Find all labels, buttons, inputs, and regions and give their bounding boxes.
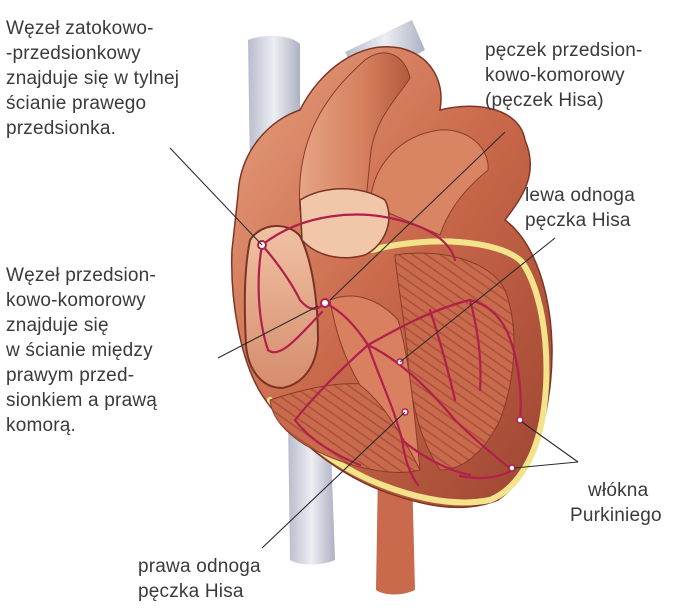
sa-node-line-5: przedsionka. [6,116,179,141]
av-node-line-3: znajduje się [6,313,157,338]
label-purkinje: włókna Purkiniego [570,478,662,528]
label-left-branch: lewa odnoga pęczka Hisa [525,183,635,233]
av-node-line-1: Węzeł przedsion- [6,263,157,288]
right-branch-line-1: prawa odnoga [138,554,261,579]
purkinje-line-1: włókna [570,478,662,503]
sa-node-line-4: ścianie prawego [6,91,179,116]
sa-node-line-2: -przedsionkowy [6,41,179,66]
right-branch-line-2: pęczka Hisa [138,579,261,604]
sa-node-line-1: Węzeł zatokowo- [6,16,179,41]
av-node-line-5: prawym przed- [6,363,157,388]
av-node-marker [321,299,329,307]
av-node-line-4: w ścianie między [6,338,157,363]
purkinje-line-2: Purkiniego [570,503,662,528]
label-right-branch: prawa odnoga pęczka Hisa [138,554,261,604]
sa-node-line-3: znajduje się w tylnej [6,66,179,91]
bundle-his-line-3: (pęczek Hisa) [485,88,643,113]
left-branch-line-1: lewa odnoga [525,183,635,208]
bundle-his-line-1: pęczek przedsion- [485,38,643,63]
label-av-node: Węzeł przedsion- kowo-komorowy znajduje … [6,263,157,438]
bundle-his-line-2: kowo-komorowy [485,63,643,88]
av-node-line-6: sionkiem a prawą [6,388,157,413]
left-atrium [300,189,389,258]
av-node-line-7: komorą. [6,413,157,438]
av-node-line-2: kowo-komorowy [6,288,157,313]
label-bundle-his: pęczek przedsion- kowo-komorowy (pęczek … [485,38,643,113]
label-sa-node: Węzeł zatokowo- -przedsionkowy znajduje … [6,16,179,141]
left-branch-line-2: pęczka Hisa [525,208,635,233]
